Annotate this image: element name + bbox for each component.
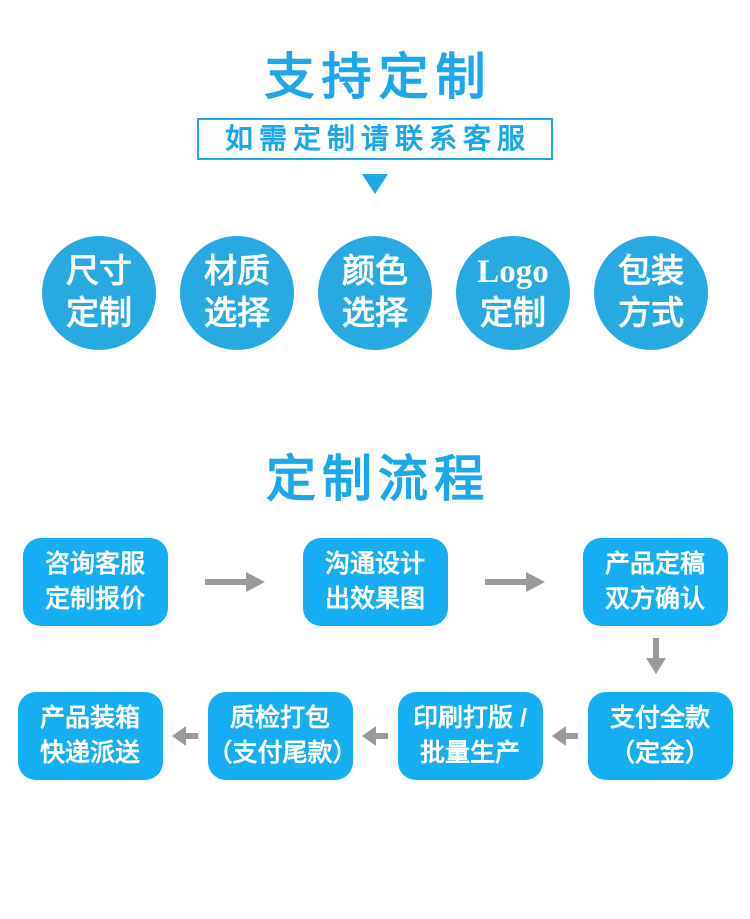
- process-row-bottom: 产品装箱 快递派送 质检打包 （支付尾款） 印刷打版 / 批量生产 支付全款 （…: [0, 692, 750, 780]
- arrow-left-icon: [163, 726, 208, 746]
- arrow-down-icon: [645, 638, 666, 674]
- customize-note-wrap: 如需定制请联系客服: [0, 118, 750, 160]
- arrow-right-icon: [168, 572, 303, 592]
- step-box-payment: 支付全款 （定金）: [587, 692, 733, 780]
- option-circle-packaging: 包装 方式: [594, 236, 708, 350]
- arrow-right-icon: [448, 572, 583, 592]
- option-circle-color: 颜色 选择: [318, 236, 432, 350]
- triangle-down-icon: [362, 174, 388, 194]
- arrow-left-icon: [353, 726, 398, 746]
- option-circles-row: 尺寸 定制 材质 选择 颜色 选择 Logo 定制 包装 方式: [0, 236, 750, 350]
- process-title: 定制流程: [266, 451, 490, 507]
- process-row-top: 咨询客服 定制报价 沟通设计 出效果图 产品定稿 双方确认: [0, 538, 750, 626]
- page-title: 支持定制: [264, 49, 493, 105]
- triangle-wrap: [0, 174, 750, 194]
- option-circle-material: 材质 选择: [180, 236, 294, 350]
- step-box-inquiry: 咨询客服 定制报价: [22, 538, 168, 626]
- customize-note: 如需定制请联系客服: [196, 118, 553, 160]
- step-box-design: 沟通设计 出效果图: [302, 538, 448, 626]
- down-arrow-row: [23, 638, 728, 674]
- step-box-shipping: 产品装箱 快递派送: [17, 692, 163, 780]
- step-box-confirm: 产品定稿 双方确认: [582, 538, 728, 626]
- option-circle-logo: Logo 定制: [456, 236, 570, 350]
- step-box-qc-pack: 质检打包 （支付尾款）: [207, 692, 358, 780]
- arrow-left-icon: [543, 726, 588, 746]
- step-box-production: 印刷打版 / 批量生产: [397, 692, 543, 780]
- option-circle-size: 尺寸 定制: [42, 236, 156, 350]
